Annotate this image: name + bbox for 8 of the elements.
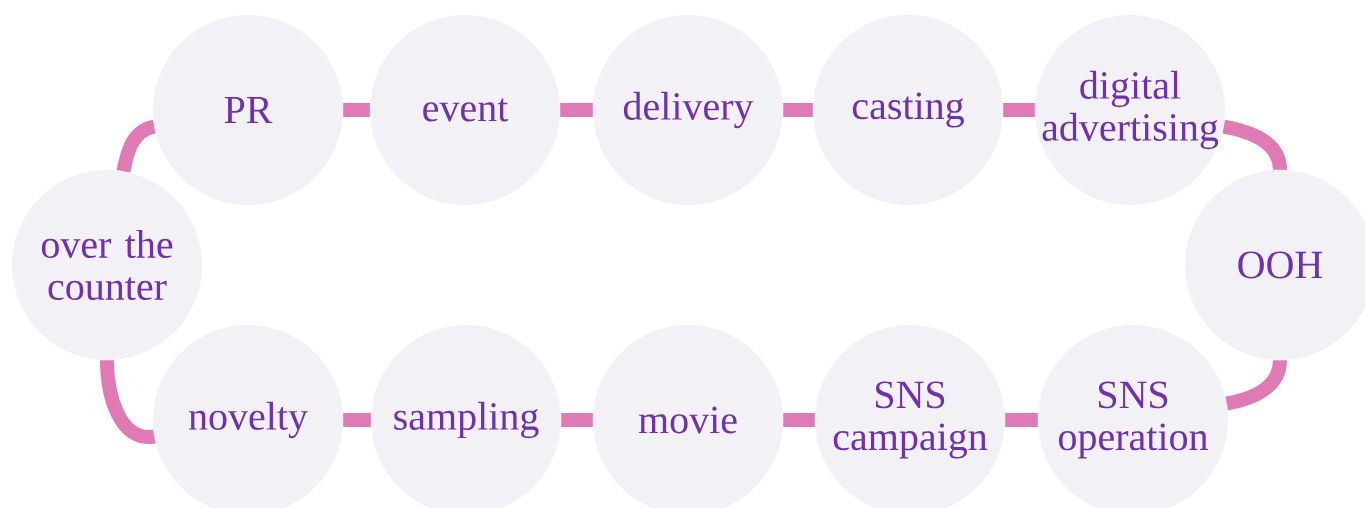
- connector: [343, 103, 370, 117]
- connector: [783, 413, 815, 427]
- connector: [343, 413, 371, 427]
- connector: [1005, 413, 1038, 427]
- connector: [561, 413, 593, 427]
- connector: [560, 103, 593, 117]
- connector: [783, 103, 813, 117]
- connector: [1003, 103, 1035, 117]
